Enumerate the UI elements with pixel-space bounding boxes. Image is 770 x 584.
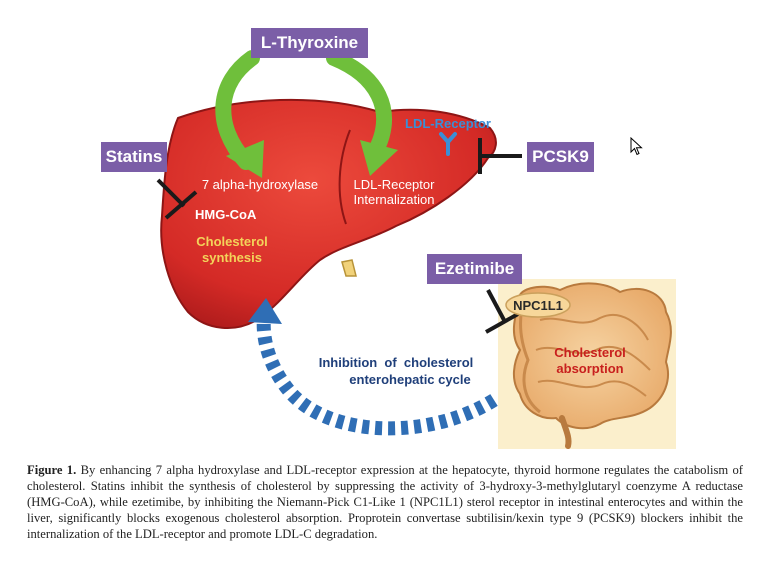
statins-tag: Statins	[101, 142, 167, 172]
ldl-receptor-icon	[439, 132, 457, 156]
ezetimibe-tag: Ezetimibe	[427, 254, 522, 284]
caption-text: By enhancing 7 alpha hydroxylase and LDL…	[27, 463, 743, 541]
thyroxine-arrow-right-head	[360, 140, 398, 176]
ldl-internalization-label-line2: Internalization	[354, 192, 435, 207]
pcsk9-tag: PCSK9	[527, 142, 594, 172]
pcsk9-inhibitor-bar	[478, 138, 522, 174]
thyroxine-arrow-left	[215, 50, 260, 170]
cholesterol-synthesis-label-line1: Cholesterol	[196, 234, 268, 249]
thyroxine-arrow-left-head	[226, 140, 264, 178]
figure-caption: Figure 1. By enhancing 7 alpha hydroxyla…	[27, 462, 743, 542]
mouse-cursor-icon	[630, 137, 643, 156]
enterohepatic-label-line2: enterohepatic cycle	[349, 372, 470, 387]
cholesterol-absorption-label-line1: Cholesterol	[554, 345, 626, 360]
ldl-receptor-label: LDL-Receptor	[405, 116, 491, 131]
intestine	[513, 282, 672, 449]
npc1l1-capsule	[505, 292, 571, 318]
enterohepatic-label-line1: Inhibition of cholesterol	[319, 355, 474, 370]
ldl-internalization-label-line1: LDL-Receptor	[354, 177, 436, 192]
hmg-coa-label: HMG-CoA	[195, 207, 257, 222]
statins-inhibitor-bar	[156, 178, 198, 220]
mechanism-diagram: LDL-Receptor 7 alpha-hydroxylase HMG-CoA…	[156, 50, 676, 449]
cholesterol-absorption-label-line2: absorption	[556, 361, 623, 376]
enterohepatic-arrow	[248, 298, 498, 436]
ezetimibe-inhibitor-bar	[485, 289, 519, 334]
caption-figure-label: Figure 1.	[27, 463, 77, 477]
cholesterol-synthesis-label-line2: synthesis	[202, 250, 262, 265]
thyroxine-arrow-right	[326, 50, 393, 154]
npc1l1-label: NPC1L1	[513, 298, 563, 313]
alpha-hydroxylase-label: 7 alpha-hydroxylase	[202, 177, 318, 192]
l-thyroxine-tag: L-Thyroxine	[251, 28, 368, 58]
